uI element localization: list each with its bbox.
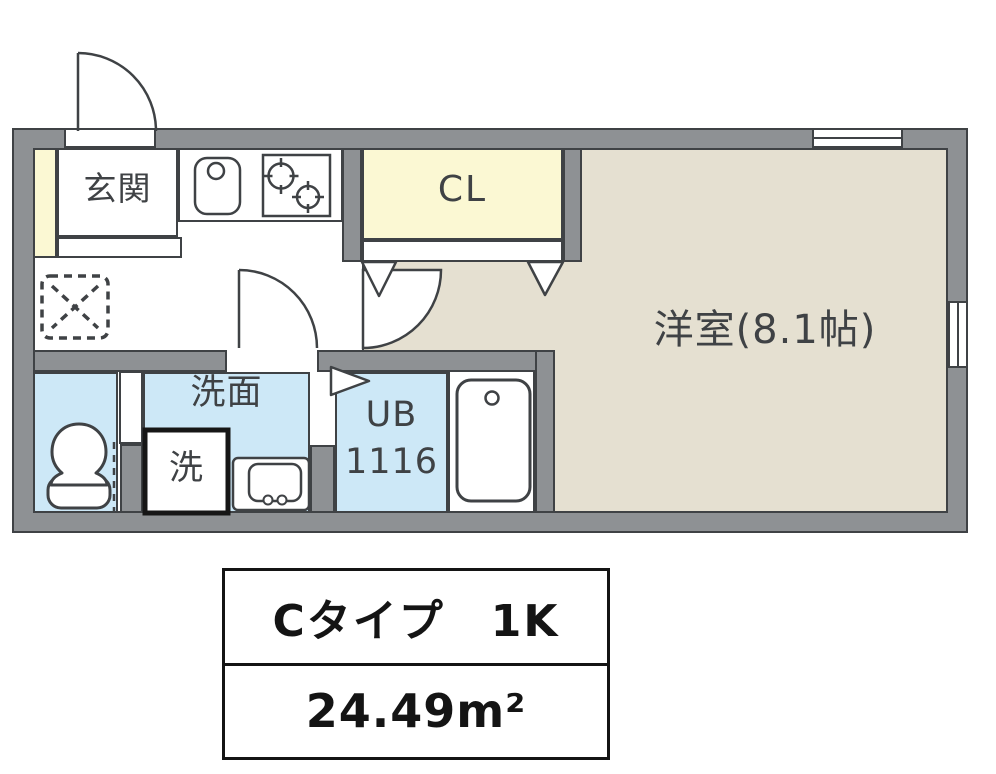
wall-toilet-stub: [120, 444, 143, 513]
entrance-step: [57, 237, 182, 258]
wall-unit-bath-stub: [310, 445, 335, 513]
window-right-icon: [948, 301, 968, 368]
closet-label: CL: [437, 169, 488, 210]
toilet-icon: [46, 422, 112, 510]
wall-closet-right: [563, 148, 582, 262]
entrance-threshold: [64, 128, 156, 148]
washroom-label: 洗面: [190, 373, 263, 413]
entrance-label: 玄関: [83, 169, 152, 208]
wall-bath-room: [535, 350, 555, 513]
toilet-door-leaf-icon: [119, 371, 143, 444]
closet-door-triangle-right-icon: [526, 260, 565, 297]
info-box: Cタイプ 1K 24.49m²: [222, 568, 610, 760]
closet-area: [362, 148, 563, 240]
washing-machine-space-icon: [142, 427, 231, 516]
bathtub-icon: [455, 378, 532, 503]
entrance-door-arc-icon: [76, 51, 158, 132]
unit-bath-label: UB 1116: [335, 392, 448, 486]
unit-bath-label-line2: 1116: [344, 442, 439, 482]
unit-type-label: Cタイプ 1K: [225, 571, 607, 666]
kitchen-sink-icon: [193, 156, 242, 216]
refrigerator-space-icon: [40, 274, 110, 340]
unit-bath-label-line1: UB: [365, 395, 418, 435]
entrance-area: [57, 148, 178, 237]
entrance-floor-strip: [33, 148, 57, 258]
bath-door-triangle-icon: [329, 365, 371, 397]
closet-door-track: [362, 240, 563, 262]
stove-icon: [261, 153, 332, 218]
living-room-label: 洋室(8.1帖): [653, 307, 877, 353]
window-top-icon: [812, 128, 903, 148]
washroom-door-arc-icon: [237, 268, 319, 349]
unit-bath-area: [335, 372, 448, 513]
washbasin-icon: [231, 456, 311, 512]
wall-kitchen-closet: [342, 148, 362, 262]
washer-space-label: 洗: [169, 448, 204, 488]
closet-door-triangle-left-icon: [360, 260, 398, 298]
unit-area-label: 24.49m²: [305, 684, 527, 739]
